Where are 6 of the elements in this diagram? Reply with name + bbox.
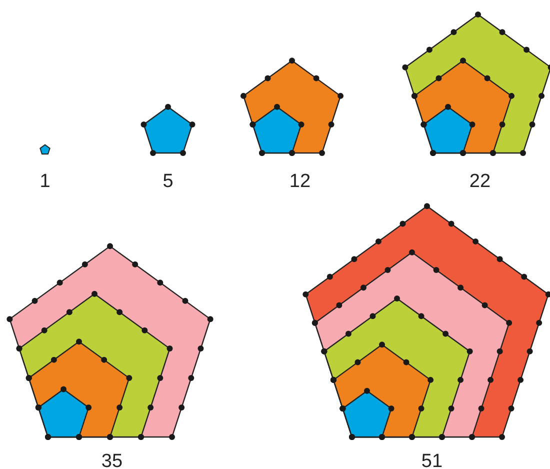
number-label: 12 <box>289 172 311 191</box>
number-label: 22 <box>469 172 491 191</box>
number-label: 1 <box>40 172 50 191</box>
number-label: 51 <box>421 452 443 469</box>
number-label: 5 <box>162 172 174 191</box>
number-label: 35 <box>101 452 123 469</box>
